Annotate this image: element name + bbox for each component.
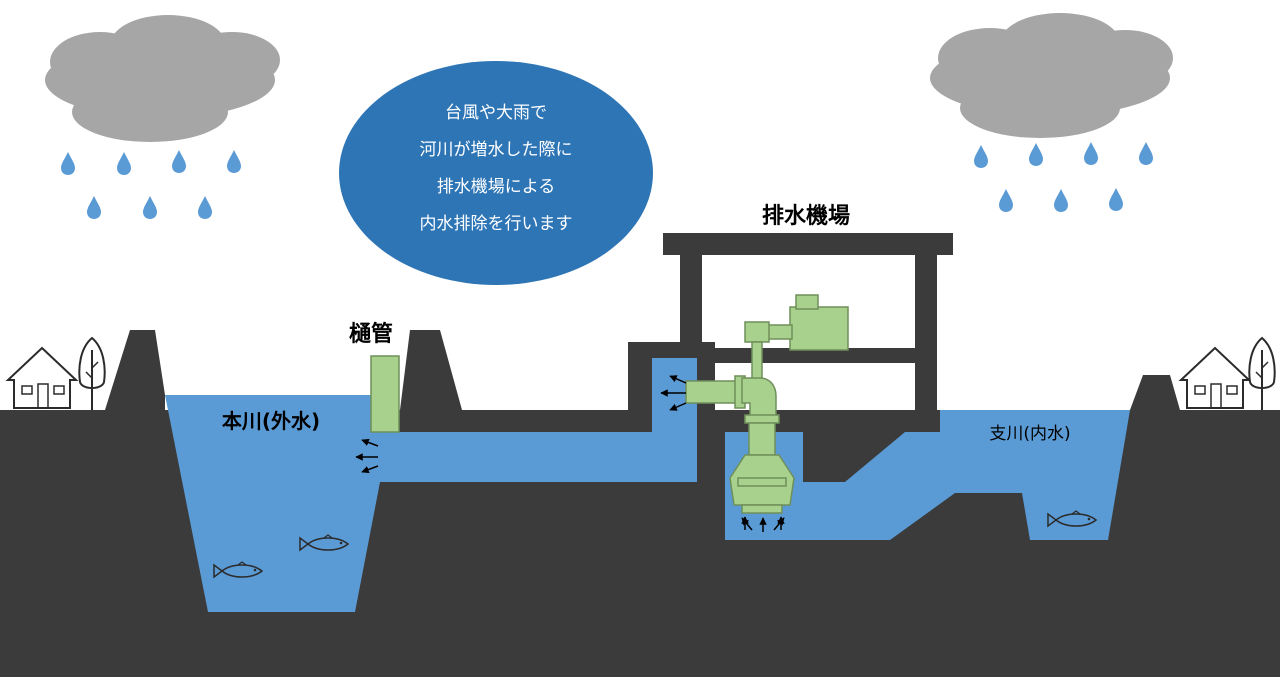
info-bubble-text: 台風や大雨で 河川が増水した際に 排水機場による 内水排除を行います	[420, 103, 573, 234]
raindrop-icon	[1139, 142, 1153, 165]
station-column-right	[915, 255, 937, 413]
sluice-gate	[370, 355, 400, 433]
raindrop-icon	[999, 189, 1013, 212]
label-main-river: 本川(外水)	[222, 409, 320, 433]
arrow-icon	[361, 438, 379, 447]
raindrop-icon	[61, 152, 75, 175]
raindrop-icon	[172, 150, 186, 173]
pump-icon	[685, 294, 849, 514]
raindrop-icon	[198, 196, 212, 219]
water	[165, 358, 1130, 612]
station-column-left	[680, 255, 702, 345]
bubble-line-1: 台風や大雨で	[445, 103, 547, 123]
main-river-water	[165, 358, 697, 612]
cloud-icon	[45, 15, 280, 142]
bubble-line-4: 内水排除を行います	[420, 214, 573, 234]
arrow-icon	[669, 375, 687, 384]
bubble-line-2: 河川が増水した際に	[420, 140, 573, 160]
raindrop-icon	[1054, 189, 1068, 212]
raindrop-icon	[87, 196, 101, 219]
cloud-icon	[930, 13, 1173, 138]
house-icon	[1180, 347, 1250, 409]
raindrop-icon	[974, 145, 988, 168]
label-sluice: 樋管	[349, 321, 393, 347]
raindrop-icon	[1109, 188, 1123, 211]
flow-arrows	[355, 375, 785, 532]
raindrop-icon	[1029, 143, 1043, 166]
pump-pit-water	[725, 432, 1065, 540]
label-tributary: 支川(内水)	[989, 424, 1070, 444]
ground-features	[697, 410, 940, 540]
house-icon	[7, 347, 77, 409]
tree-icon	[1248, 337, 1276, 411]
arrow-icon	[361, 465, 379, 474]
raindrop-icon	[143, 196, 157, 219]
raindrop-icon	[1084, 142, 1098, 165]
arrow-icon	[741, 517, 753, 531]
tributary-water	[905, 410, 1130, 540]
info-bubble	[339, 61, 653, 285]
bubble-line-3: 排水機場による	[437, 177, 556, 197]
tree-icon	[78, 337, 106, 411]
station-roof	[663, 233, 953, 255]
raindrop-icon	[117, 152, 131, 175]
motor-icon	[789, 306, 849, 351]
raindrop-icon	[227, 150, 241, 173]
label-station: 排水機場	[762, 204, 850, 229]
arrow-icon	[669, 402, 687, 411]
